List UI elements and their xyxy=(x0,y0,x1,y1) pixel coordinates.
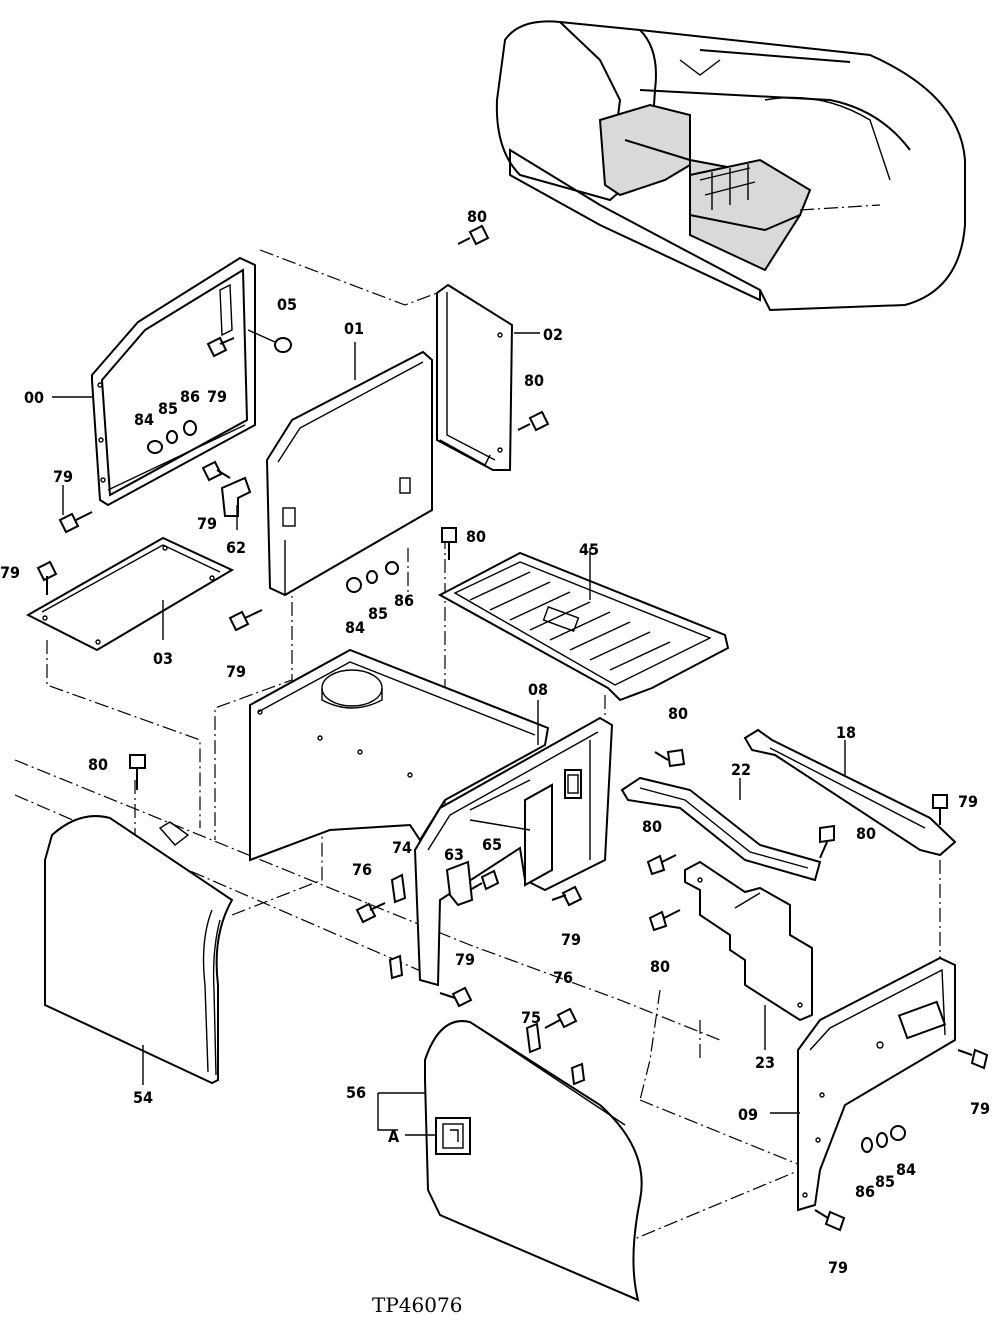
part-02-plate xyxy=(436,283,514,471)
callout-05: 05 xyxy=(277,295,297,314)
callout-80: 80 xyxy=(88,755,108,774)
callout-62: 62 xyxy=(226,538,246,557)
callout-80: 80 xyxy=(524,371,544,390)
callout-80: 80 xyxy=(650,957,670,976)
nut-05 xyxy=(247,329,292,353)
callout-63: 63 xyxy=(444,845,464,864)
bolt-79-01 xyxy=(228,609,263,632)
callout-80: 80 xyxy=(466,527,486,546)
callout-A: A xyxy=(388,1127,400,1146)
callout-02: 02 xyxy=(543,325,563,344)
part-45-top-cover xyxy=(437,551,730,702)
callout-79: 79 xyxy=(207,387,227,406)
callout-leaders xyxy=(52,332,846,1136)
callout-86: 86 xyxy=(180,387,200,406)
small-brackets xyxy=(220,476,586,1086)
bolt-80-right xyxy=(819,824,835,859)
bolt-80-top xyxy=(457,224,490,246)
callout-22: 22 xyxy=(731,760,751,779)
callout-80: 80 xyxy=(668,704,688,723)
callout-76: 76 xyxy=(352,860,372,879)
bolt-80-45 xyxy=(441,527,457,560)
bolt-80-22 xyxy=(654,748,686,768)
part-23-plate xyxy=(684,860,813,1022)
bolt-79-03 xyxy=(36,560,58,595)
part-62-bracket xyxy=(220,476,252,517)
callout-85: 85 xyxy=(368,604,388,623)
callout-86: 86 xyxy=(394,591,414,610)
callout-80: 80 xyxy=(856,824,876,843)
callout-79: 79 xyxy=(226,662,246,681)
part-56-door xyxy=(424,1020,643,1302)
callout-labels: 00 01 02 03 05 08 09 18 22 23 45 54 56 A… xyxy=(0,207,990,1277)
part-09-side-frame xyxy=(797,956,956,1212)
part-03-floor-plate xyxy=(25,536,235,652)
bolt-80-02 xyxy=(517,410,550,432)
bolt-65 xyxy=(469,869,500,891)
bolt-76-left xyxy=(355,902,386,924)
callout-01: 01 xyxy=(344,319,364,338)
callout-03: 03 xyxy=(153,649,173,668)
callout-86: 86 xyxy=(855,1182,875,1201)
washers-84-86-left xyxy=(147,420,197,454)
callout-84: 84 xyxy=(345,618,365,637)
part-75-clip xyxy=(525,1022,542,1054)
bolt-79-09b xyxy=(814,1209,846,1232)
part-74-clip xyxy=(390,873,407,904)
callout-79: 79 xyxy=(958,792,978,811)
part-08-bracket xyxy=(413,716,614,987)
bolt-79-18 xyxy=(932,794,948,825)
callout-79: 79 xyxy=(197,514,217,533)
bolt-80-23b xyxy=(648,909,681,932)
bolt-76-right xyxy=(544,1007,578,1029)
part-63-bracket xyxy=(445,860,474,907)
callout-79: 79 xyxy=(561,930,581,949)
part-22-bar xyxy=(620,776,822,882)
callout-18: 18 xyxy=(836,723,856,742)
callout-76: 76 xyxy=(553,968,573,987)
callout-79: 79 xyxy=(828,1258,848,1277)
callout-23: 23 xyxy=(755,1053,775,1072)
callout-84: 84 xyxy=(896,1160,916,1179)
callout-45: 45 xyxy=(579,540,599,559)
bolt-79-left xyxy=(58,511,93,534)
bolt-79-62 xyxy=(201,460,231,482)
callout-85: 85 xyxy=(875,1172,895,1191)
callout-00: 00 xyxy=(24,388,44,407)
callout-80: 80 xyxy=(642,817,662,836)
callout-85: 85 xyxy=(158,399,178,418)
bolt-79-08 xyxy=(551,885,583,907)
callout-74: 74 xyxy=(392,838,412,857)
callout-08: 08 xyxy=(528,680,548,699)
bolt-79-00 xyxy=(206,336,235,358)
callout-75: 75 xyxy=(521,1008,541,1027)
bolt-80-23a xyxy=(646,854,677,876)
bolt-79-09 xyxy=(957,1048,989,1070)
callout-84: 84 xyxy=(134,410,154,429)
washers-84-86-center xyxy=(346,561,399,593)
washers-84-86-right xyxy=(861,1125,906,1153)
callout-79: 79 xyxy=(970,1099,990,1118)
callout-54: 54 xyxy=(133,1088,153,1107)
callout-79: 79 xyxy=(53,467,73,486)
figure-caption: TP46076 xyxy=(372,1293,462,1317)
bolt-79-center xyxy=(439,986,473,1008)
fasteners xyxy=(36,224,989,1232)
callout-65: 65 xyxy=(482,835,502,854)
callout-79: 79 xyxy=(455,950,475,969)
part-18-strap xyxy=(743,728,957,857)
machine-overview-inset xyxy=(495,20,966,312)
callout-09: 09 xyxy=(738,1105,758,1124)
part-54-door xyxy=(44,815,234,1085)
callout-80: 80 xyxy=(467,207,487,226)
callout-79: 79 xyxy=(0,563,20,582)
part-01-panel xyxy=(265,350,433,597)
bolt-80-54 xyxy=(129,754,146,790)
callout-56: 56 xyxy=(346,1083,366,1102)
part-00-side-frame xyxy=(91,256,256,507)
